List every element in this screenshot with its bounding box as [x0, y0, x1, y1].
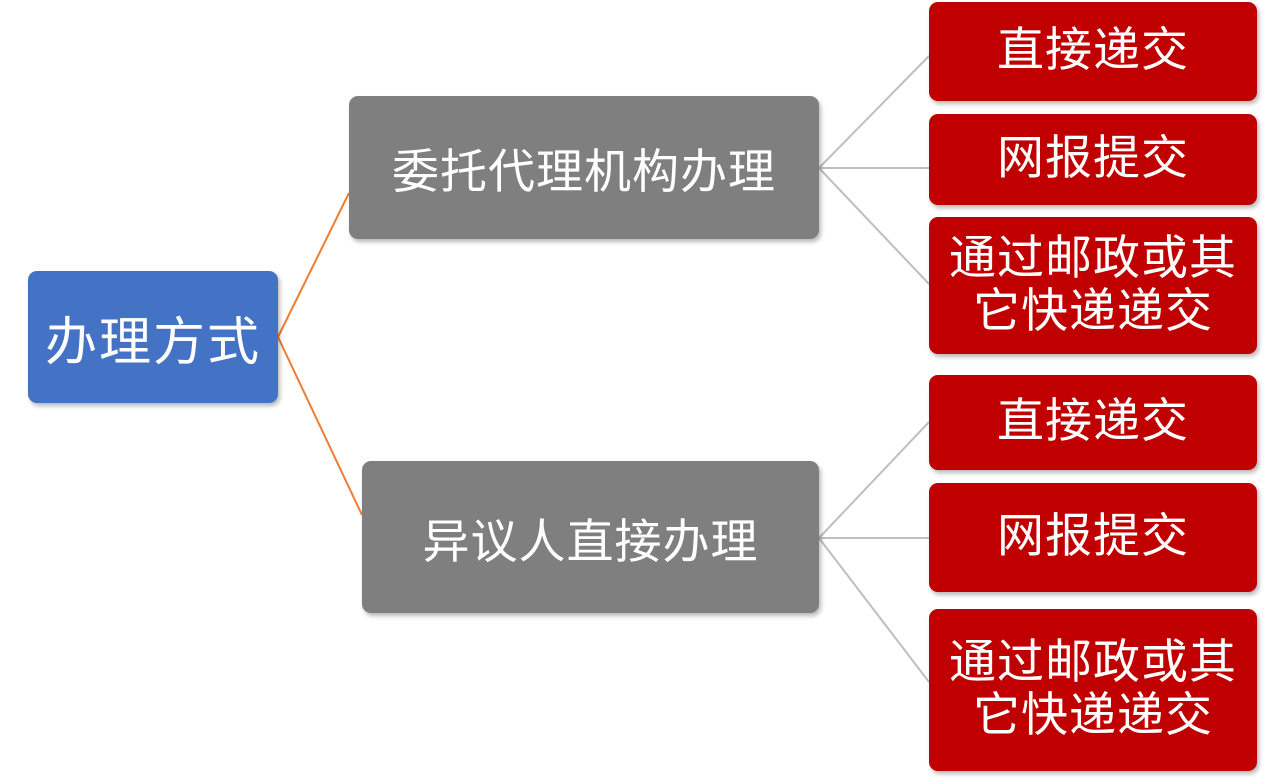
leaf-label: 通过邮政或其它快递递交 [949, 230, 1237, 339]
leaf-label: 直接递交 [997, 394, 1189, 450]
leaf-node-agency-direct-submit: 直接递交 [929, 2, 1257, 101]
root-label: 办理方式 [44, 312, 261, 373]
connector-branch-2-leaf-3 [818, 537, 930, 683]
leaf-node-direct-direct-submit: 直接递交 [929, 375, 1257, 470]
leaf-label: 直接递交 [997, 23, 1189, 79]
leaf-node-direct-online-submit: 网报提交 [929, 483, 1257, 592]
connector-branch-2-leaf-1 [818, 421, 930, 539]
branch-label: 异议人直接办理 [422, 514, 759, 570]
leaf-label: 网报提交 [997, 131, 1189, 187]
leaf-label: 网报提交 [997, 509, 1189, 565]
connector-branch-1-leaf-3 [818, 167, 930, 285]
leaf-node-agency-online-submit: 网报提交 [929, 114, 1257, 205]
branch-node-direct: 异议人直接办理 [362, 461, 819, 613]
leaf-label: 通过邮政或其它快递递交 [949, 635, 1237, 743]
connector-root-branch-1 [277, 192, 350, 338]
branch-node-agency: 委托代理机构办理 [349, 96, 819, 239]
connector-branch-1-leaf-1 [818, 55, 930, 169]
connector-root-branch-2 [277, 336, 363, 516]
root-node: 办理方式 [28, 271, 278, 403]
leaf-node-agency-mail-submit: 通过邮政或其它快递递交 [929, 217, 1257, 354]
leaf-node-direct-mail-submit: 通过邮政或其它快递递交 [929, 609, 1257, 771]
branch-label: 委托代理机构办理 [392, 145, 776, 200]
